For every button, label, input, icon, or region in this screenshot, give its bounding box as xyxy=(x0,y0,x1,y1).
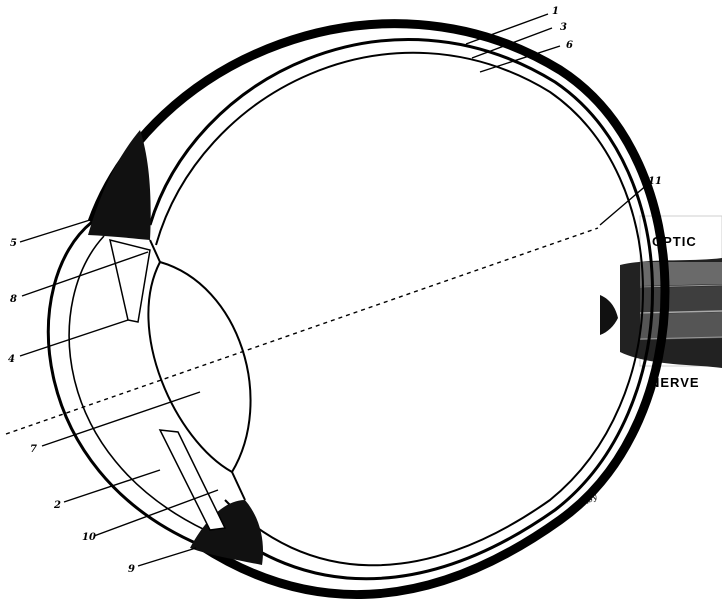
label-10: 10 xyxy=(82,532,96,543)
label-8: 8 xyxy=(10,294,17,305)
label-3: 3 xyxy=(560,22,567,33)
label-1: 1 xyxy=(552,6,559,17)
label-11: 11 xyxy=(648,176,662,187)
label-4: 4 xyxy=(8,354,15,365)
label-9: 9 xyxy=(128,564,135,575)
label-7: 7 xyxy=(30,444,37,455)
label-6: 6 xyxy=(566,40,573,51)
optic-label: OPTIC xyxy=(652,234,697,249)
nerve-label: NERVE xyxy=(650,375,700,390)
label-5: 5 xyxy=(10,238,17,249)
label-2: 2 xyxy=(53,500,61,511)
